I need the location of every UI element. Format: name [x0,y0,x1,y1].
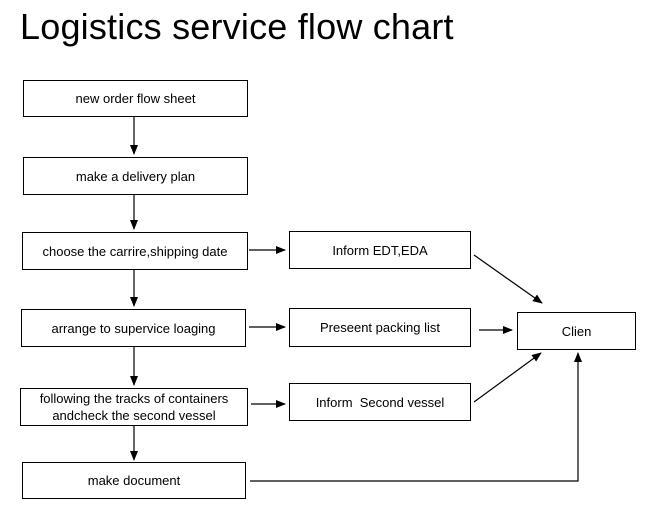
node-label: Inform Second vessel [315,394,445,410]
node-label: Clien [561,323,592,339]
node-label: make a delivery plan [75,168,196,184]
node-inform-edt: Inform EDT,EDA [289,231,471,269]
node-label: Inform EDT,EDA [332,242,428,258]
arrow-edt-to-client [473,254,543,304]
node-choose-carrier: choose the carrire,shipping date [22,232,248,270]
node-label-line1: following the tracks of containers [39,391,229,406]
arrow-second-vessel-to-client [473,352,542,403]
node-label: arrange to supervice loaging [51,320,216,336]
node-label: Preseent packing list [320,320,440,335]
node-label: choose the carrire,shipping date [42,243,228,259]
node-label: new order flow sheet [75,91,196,106]
node-new-order: new order flow sheet [23,80,248,117]
node-second-vessel: Inform Second vessel [289,383,471,421]
node-supervise-loading: arrange to supervice loaging [21,309,246,347]
node-label-line2: andcheck the second vessel [52,408,216,423]
arrow-document-to-client [250,352,582,482]
node-packing-list: Preseent packing list [289,308,471,347]
node-delivery-plan: make a delivery plan [23,157,248,195]
node-client: Clien [517,312,636,350]
node-tracking: following the tracks of containers andch… [20,388,248,426]
page-title: Logistics service flow chart [20,6,454,47]
node-make-document: make document [22,462,246,499]
node-label: make document [87,473,181,488]
